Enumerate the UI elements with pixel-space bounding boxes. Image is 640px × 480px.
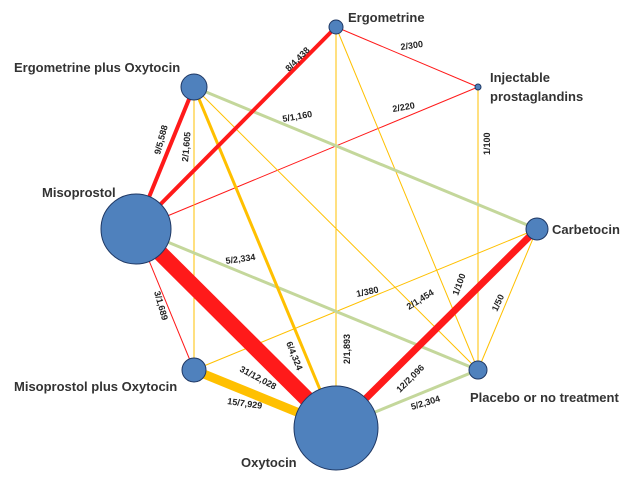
node-ergometrine-plus-oxytocin: [180, 73, 208, 101]
label-carbetocin: Carbetocin: [552, 222, 620, 237]
label-placebo: Placebo or no treatment: [470, 390, 619, 405]
edge-label-injectable-placebo: 1/100: [482, 132, 492, 155]
edge-injectable-misoprostol: [135, 86, 479, 230]
edge-label-ergoxy-carbetocin: 5/1,160: [282, 109, 313, 124]
label-misoprostol: Misoprostol: [42, 185, 116, 200]
edge-ergometrine-injectable: [335, 26, 479, 88]
edge-label-misooxy-carbetocin: 1/380: [355, 284, 379, 298]
edge-label-misoprostol-placebo: 5/2,334: [225, 252, 256, 266]
edge-label-ergometrine-injectable: 2/300: [400, 39, 424, 52]
label-ergometrine-plus-oxytocin: Ergometrine plus Oxytocin: [14, 60, 180, 75]
edge-label-ergoxy-misoprostol-thin: 2/1,605: [180, 131, 193, 162]
node-carbetocin: [525, 217, 549, 241]
edge-label-misooxy-oxytocin: 15/7,929: [227, 396, 263, 411]
edge-label-injectable-misoprostol: 2/220: [392, 100, 416, 114]
node-ergometrine: [328, 19, 344, 35]
node-placebo: [468, 360, 488, 380]
edge-ergoxy-placebo: [193, 86, 479, 371]
label-injectable-line2: prostaglandins: [490, 89, 583, 104]
label-misoprostol-plus-oxytocin: Misoprostol plus Oxytocin: [14, 379, 177, 394]
node-oxytocin: [293, 385, 379, 471]
label-injectable-line1: Injectable: [490, 70, 550, 85]
edge-label-ergoxy-placebo: 2/1,454: [405, 287, 436, 311]
node-injectable-prostaglandins: [474, 83, 482, 91]
edge-label-ergometrine-placebo: 1/100: [450, 272, 467, 297]
edge-carbetocin-placebo: [477, 228, 538, 371]
edge-label-misoprostol-ergometrine: 8/4,438: [283, 45, 311, 73]
edge-label-carbetocin-placebo: 1/50: [490, 293, 506, 313]
label-oxytocin: Oxytocin: [241, 455, 297, 470]
node-misoprostol-plus-oxytocin: [181, 357, 207, 383]
edge-misoprostol-ergometrine: [134, 25, 338, 231]
edge-label-ergometrine-oxytocin: 2/1,893: [342, 334, 352, 364]
node-misoprostol: [100, 193, 172, 265]
edge-carbetocin-oxytocin: [333, 226, 540, 431]
edge-misoprostol-oxytocin: [130, 223, 342, 434]
label-ergometrine: Ergometrine: [348, 10, 425, 25]
